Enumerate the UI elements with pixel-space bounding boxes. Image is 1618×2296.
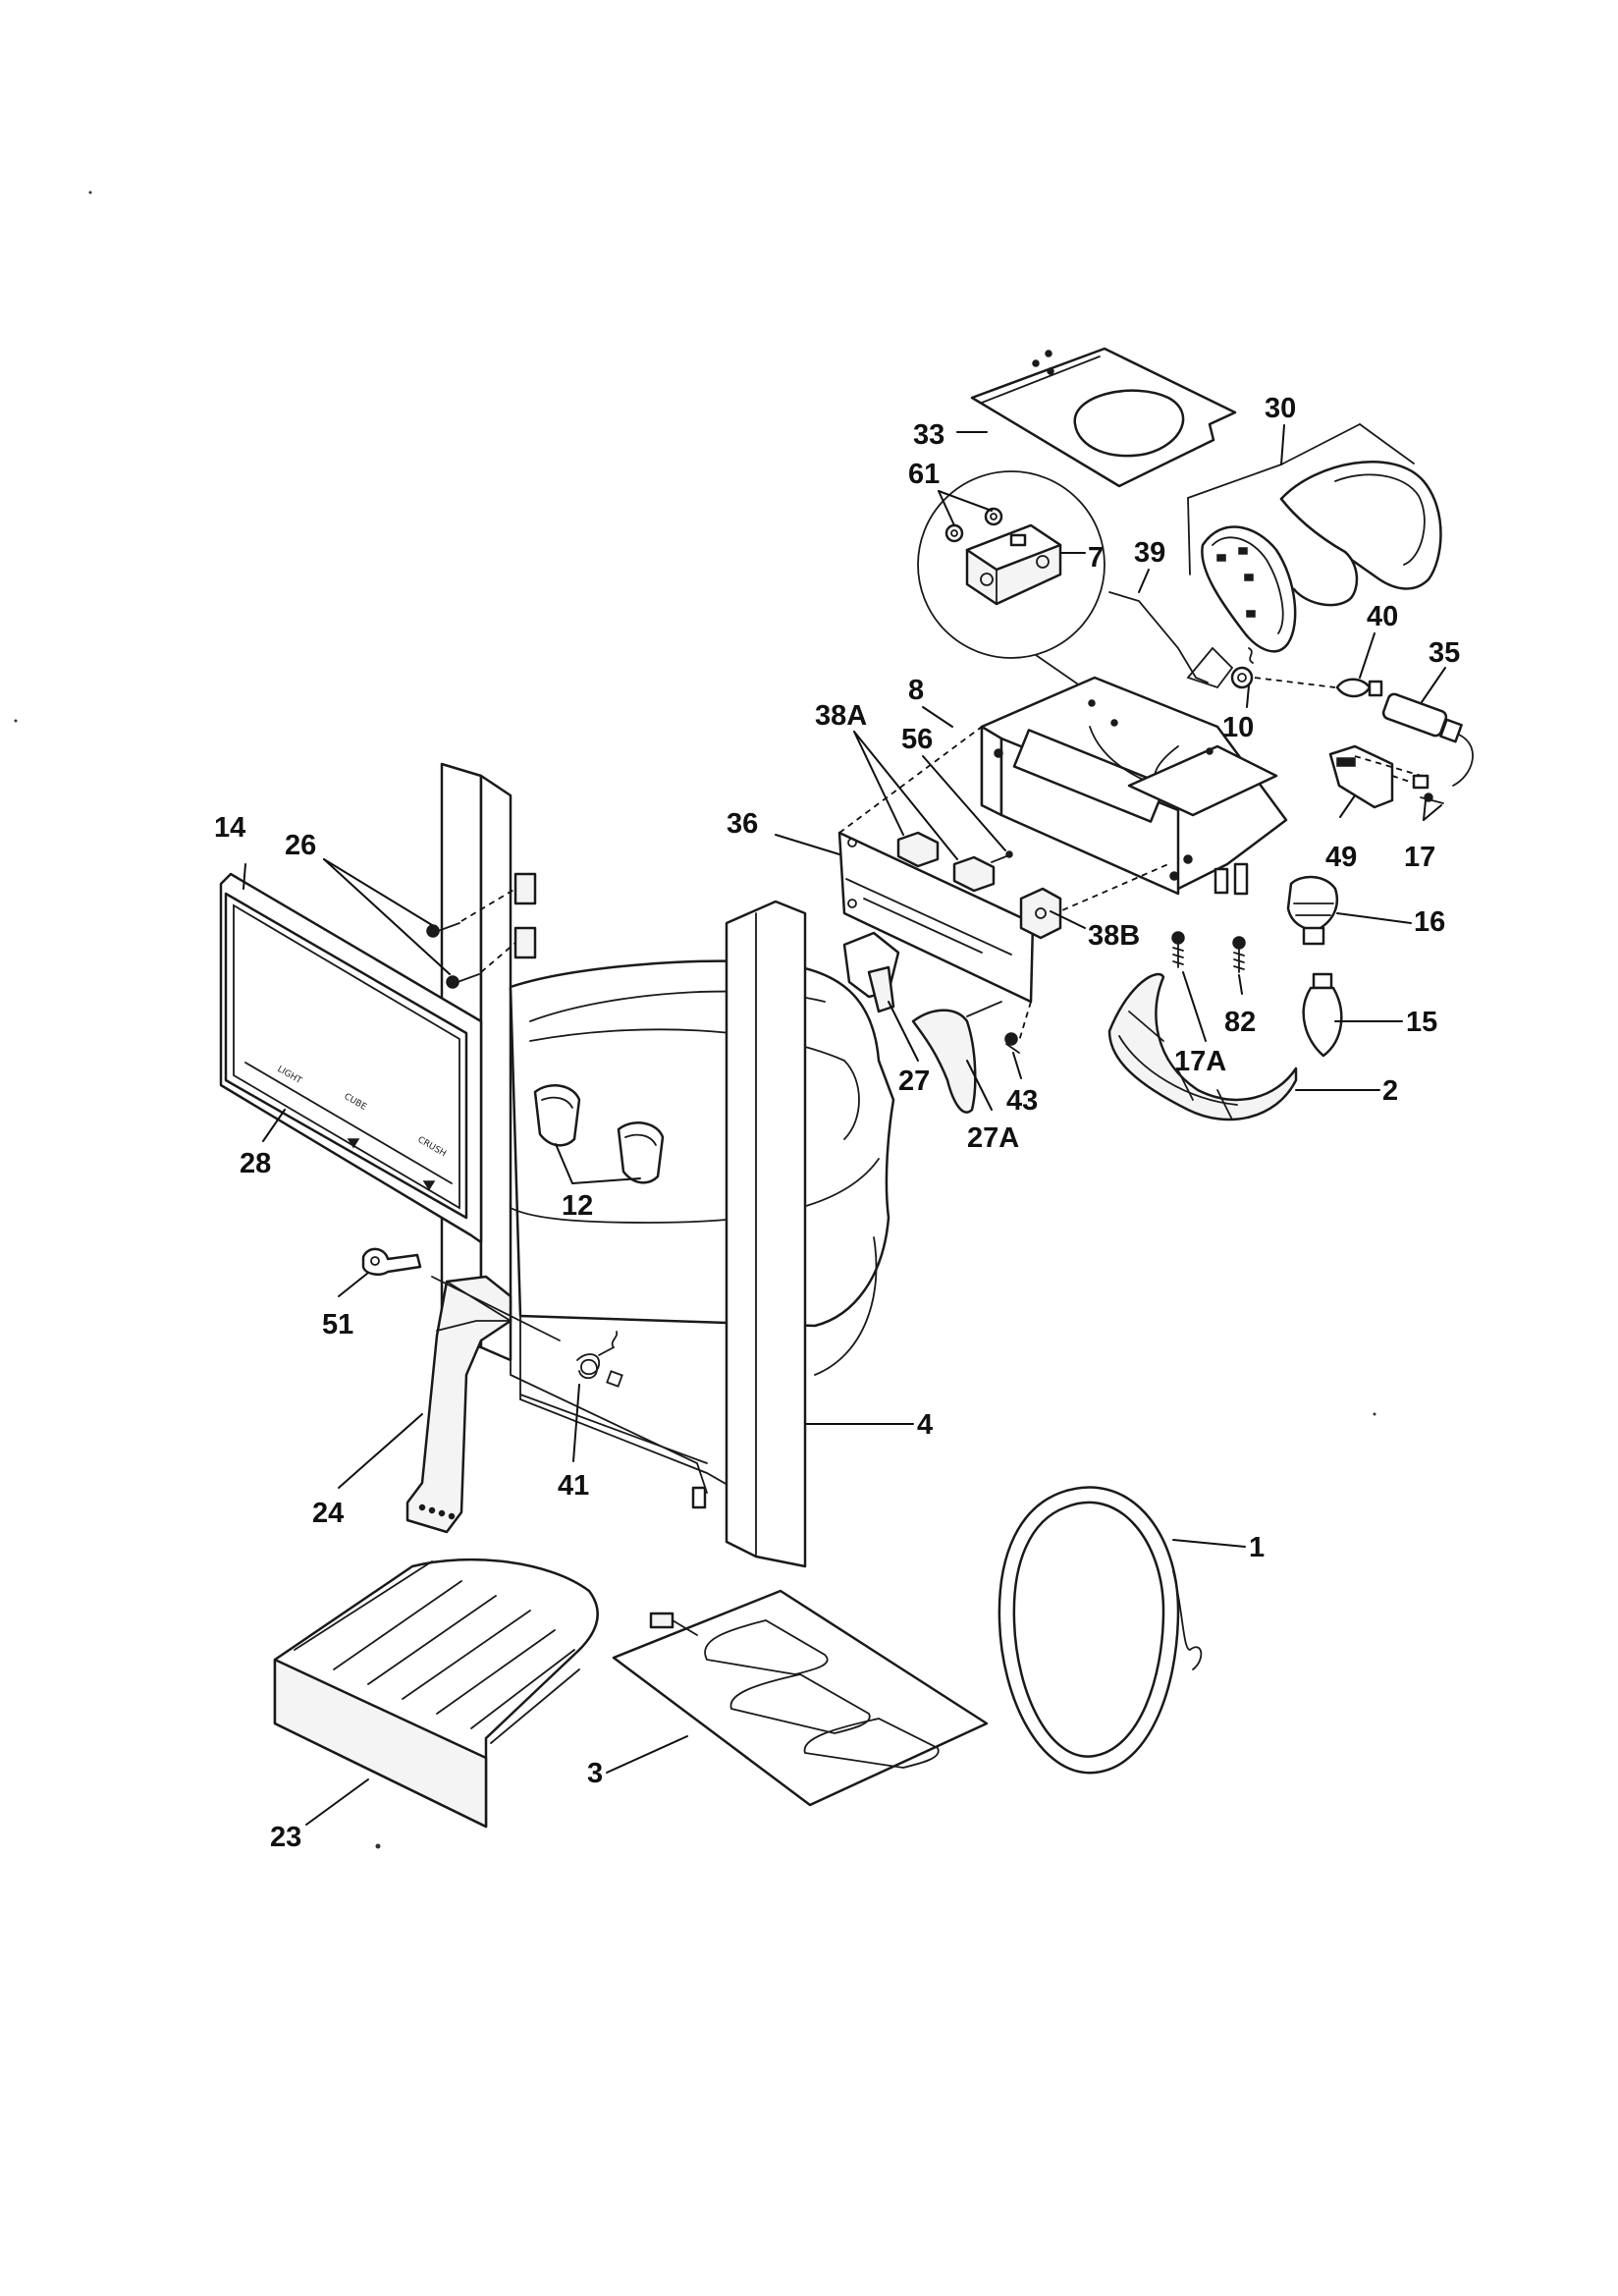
part-38B-switch [1019, 887, 1062, 940]
part-3-heater-pad [612, 1589, 989, 1807]
callout-3: 3 [587, 1758, 603, 1789]
part-15-light-bulb [1302, 972, 1343, 1058]
part-27A-lever [911, 1001, 1002, 1114]
part-10-socket-nut [1230, 647, 1254, 689]
callout-27A: 27A [967, 1122, 1019, 1154]
callout-33: 33 [913, 419, 944, 451]
callout-12: 12 [562, 1190, 593, 1222]
callout-38B: 38B [1088, 920, 1140, 952]
callout-30: 30 [1265, 393, 1296, 424]
part-40-bulb [1335, 678, 1383, 698]
part-82-screw [1232, 936, 1246, 973]
callout-17A: 17A [1174, 1046, 1226, 1077]
callout-41: 41 [558, 1470, 589, 1502]
part-23-drip-tray [273, 1558, 599, 1829]
part-1-gasket [998, 1486, 1203, 1775]
callout-56: 56 [901, 724, 933, 755]
part-17A-screw [1171, 931, 1185, 968]
callout-4: 4 [917, 1409, 933, 1441]
part-38A-switch [896, 831, 996, 893]
part-43-screw [1004, 1032, 1020, 1054]
callout-61: 61 [908, 459, 940, 490]
callout-17: 17 [1404, 842, 1435, 873]
part-39-spring-wire [1108, 591, 1234, 689]
part-56-screw [991, 850, 1013, 863]
callout-38A: 38A [815, 700, 867, 732]
callout-8: 8 [908, 675, 924, 706]
part-24-dispenser-arm [405, 1275, 561, 1534]
callout-16: 16 [1414, 906, 1445, 938]
part-49-bracket [1328, 744, 1394, 809]
part-33-top-cover [970, 347, 1237, 488]
callout-26: 26 [285, 830, 316, 861]
callout-10: 10 [1222, 712, 1254, 743]
callout-24: 24 [312, 1498, 344, 1529]
callout-labels: 33 30 61 7 39 40 35 10 8 38A 56 36 49 17… [214, 393, 1460, 1853]
callout-43: 43 [1006, 1085, 1038, 1117]
part-4-dispenser-tub [440, 762, 895, 1568]
part-26-screws [426, 888, 516, 989]
callout-14: 14 [214, 812, 245, 844]
callout-15: 15 [1406, 1007, 1437, 1038]
callout-39: 39 [1134, 537, 1165, 569]
callout-27: 27 [898, 1066, 930, 1097]
callout-7: 7 [1088, 542, 1104, 574]
part-16-lamp-socket [1286, 875, 1339, 946]
callout-35: 35 [1429, 637, 1460, 669]
leader-lines [243, 424, 1446, 1826]
callout-49: 49 [1325, 842, 1357, 873]
callout-28: 28 [240, 1148, 271, 1179]
callout-40: 40 [1367, 601, 1398, 632]
callout-2: 2 [1382, 1075, 1398, 1107]
callout-23: 23 [270, 1822, 301, 1853]
part-51-hinge-pin [361, 1247, 422, 1276]
callout-1: 1 [1249, 1532, 1265, 1563]
part-27-actuator [842, 931, 900, 1013]
scan-specks [14, 191, 1376, 1849]
part-7-switch [965, 523, 1062, 606]
part-41-spring [576, 1331, 623, 1388]
part-35-lamp-socket [1381, 692, 1474, 787]
part-28-control-panel: LIGHT CUBE CRUSH [219, 872, 483, 1244]
callout-82: 82 [1224, 1007, 1256, 1038]
part-8-dispenser-housing [980, 676, 1288, 896]
callout-36: 36 [727, 808, 758, 840]
callout-51: 51 [322, 1309, 353, 1340]
part-17-screw [1412, 774, 1444, 804]
part-30-lens-assembly [1187, 423, 1442, 653]
part-2-light-shield [1107, 972, 1298, 1121]
detail-circle-switch [917, 470, 1106, 700]
part-12-cup-guides [533, 1084, 665, 1184]
